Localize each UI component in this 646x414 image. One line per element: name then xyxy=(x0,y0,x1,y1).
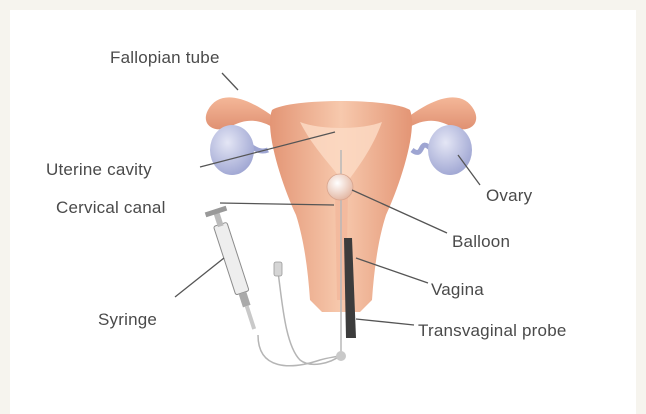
diagram-canvas: Fallopian tube Uterine cavity Cervical c… xyxy=(10,10,636,414)
leader-fallopian-tube xyxy=(222,73,238,90)
label-cervical-canal: Cervical canal xyxy=(56,198,166,218)
leader-transvaginal-probe xyxy=(356,319,414,325)
label-fallopian-tube: Fallopian tube xyxy=(110,48,220,68)
valve-connector xyxy=(274,262,282,276)
label-transvaginal-probe: Transvaginal probe xyxy=(418,321,567,341)
catheter-hub xyxy=(336,351,346,361)
label-ovary: Ovary xyxy=(486,186,532,206)
label-uterine-cavity: Uterine cavity xyxy=(46,160,152,180)
label-vagina: Vagina xyxy=(431,280,484,300)
balloon xyxy=(327,174,353,200)
leader-syringe xyxy=(175,258,224,297)
label-syringe: Syringe xyxy=(98,310,157,330)
syringe xyxy=(205,206,265,333)
label-balloon: Balloon xyxy=(452,232,510,252)
left-ovary xyxy=(210,125,254,175)
right-ovary xyxy=(428,125,472,175)
